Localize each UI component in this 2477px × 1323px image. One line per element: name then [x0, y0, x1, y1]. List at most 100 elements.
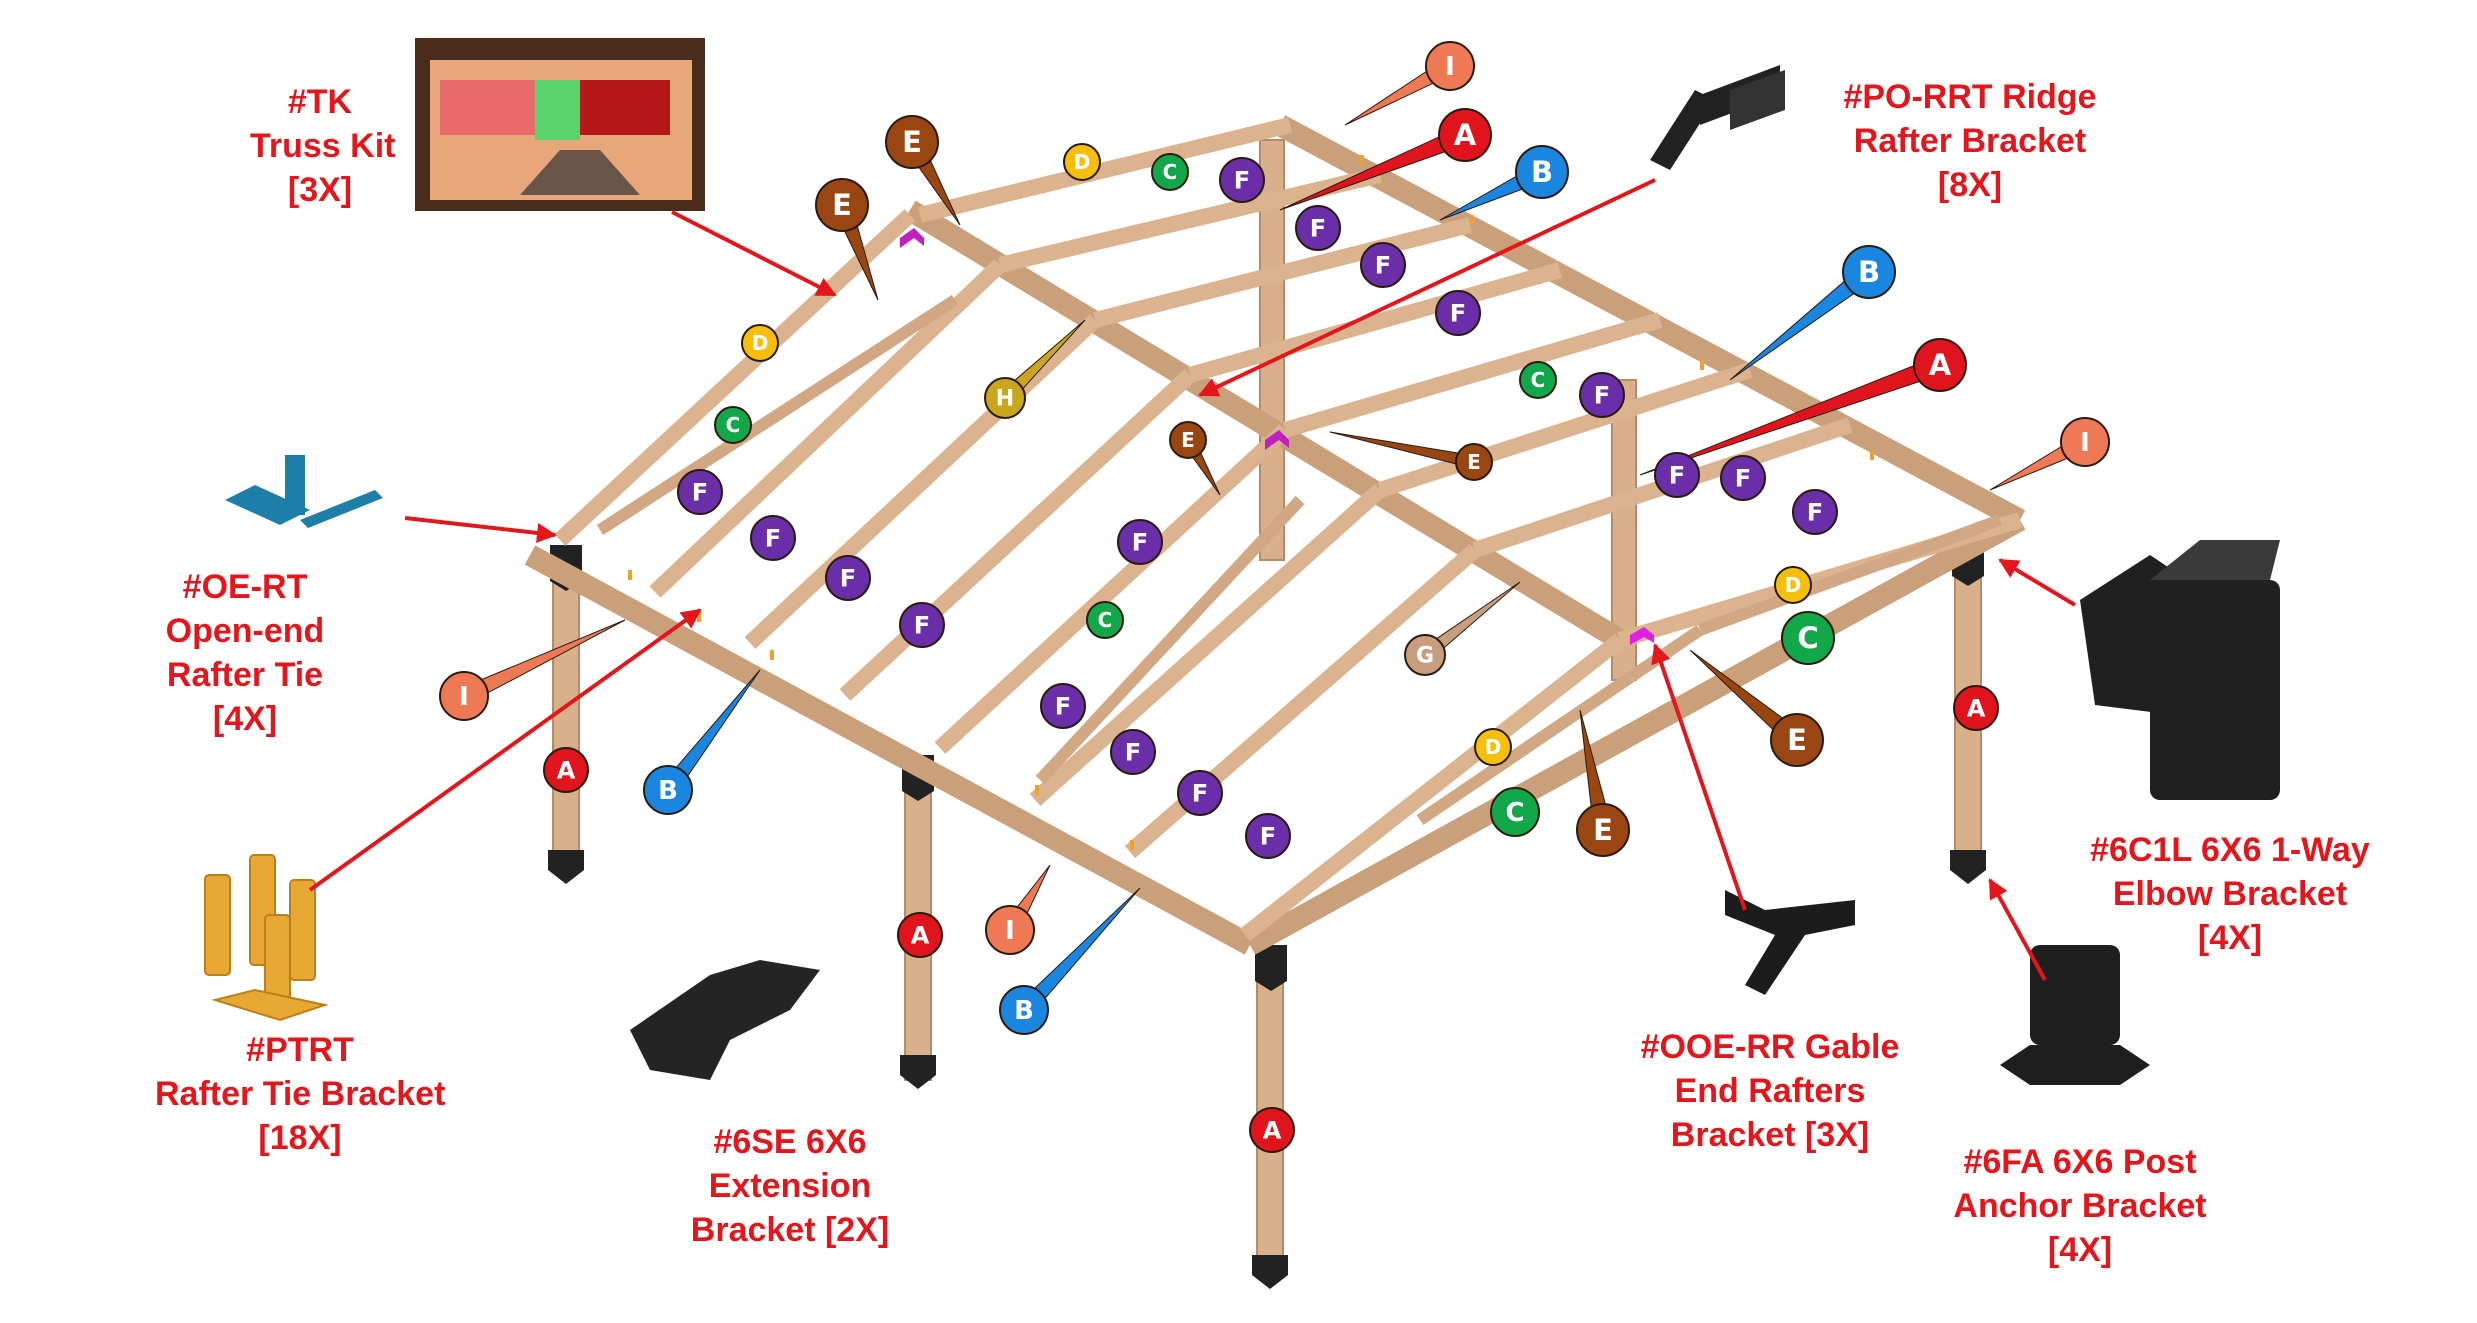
callout-c: C — [1151, 153, 1189, 191]
rafter-tie-mark — [1700, 360, 1704, 370]
label-line: Anchor Bracket — [1953, 1187, 2207, 1225]
callout-g: G — [1404, 581, 1521, 676]
callout-circle — [1404, 634, 1446, 676]
truss-chord — [1035, 495, 1305, 785]
callout-d: D — [1063, 143, 1101, 181]
elbow-bracket-icon — [2080, 540, 2280, 800]
callout-circle — [1040, 683, 1086, 729]
callout-c: C — [1781, 611, 1835, 665]
callout-circle — [1654, 452, 1700, 498]
callout-circle — [1781, 611, 1835, 665]
callout-pointer — [1329, 431, 1476, 469]
post-anchor-bracket-icon — [2000, 945, 2150, 1085]
callout-circle — [677, 469, 723, 515]
callout-a: A — [1249, 1107, 1295, 1153]
callout-circle — [1515, 145, 1569, 199]
label-line: Bracket [2X] — [690, 1211, 890, 1249]
callout-e: E — [815, 178, 879, 301]
callout-letter: A — [1454, 118, 1477, 152]
callout-f: F — [1435, 290, 1481, 336]
callout-a: A — [1639, 338, 1967, 476]
callout-c: C — [714, 406, 752, 444]
callout-letter: A — [557, 756, 576, 784]
callout-letter: E — [1593, 813, 1613, 847]
callout-circle — [1063, 143, 1101, 181]
arrow-post-anchor — [1988, 878, 2047, 981]
callout-circle — [1110, 729, 1156, 775]
callout-circle — [899, 602, 945, 648]
rafter-tie-bracket-icon — [204, 854, 329, 1022]
label-line: Open-end — [165, 612, 325, 650]
ridge-rafter-bracket-icon — [1650, 65, 1785, 170]
label-line: [4X] — [212, 700, 278, 738]
label-line: Rafter Bracket — [1853, 122, 2087, 160]
callout-circle — [1245, 813, 1291, 859]
callout-b: B — [1439, 145, 1569, 221]
callout-circle — [1474, 728, 1512, 766]
label-rafter-tie-bracket: #PTRT Rafter Tie Bracket [18X] — [155, 1028, 445, 1160]
label-line: Elbow Bracket — [2112, 875, 2348, 913]
callout-circle — [2060, 417, 2110, 467]
callout-circle — [1720, 455, 1766, 501]
beam-front — [524, 545, 1256, 955]
callout-circle — [714, 406, 752, 444]
callout-letter: F — [692, 478, 708, 506]
callout-f: F — [1654, 452, 1700, 498]
callout-circle — [1519, 361, 1557, 399]
callout-circle — [1774, 566, 1812, 604]
callout-letter: I — [1005, 916, 1015, 946]
callout-circle — [543, 747, 589, 793]
rafter-tie-mark — [1130, 840, 1134, 850]
callout-letter: F — [1055, 692, 1071, 720]
callout-letter: F — [1669, 461, 1685, 489]
callout-letter: H — [996, 387, 1014, 412]
arrow-rafter-tie — [308, 608, 702, 892]
label-line: #PO-RRT Ridge — [1843, 78, 2097, 116]
callout-f: F — [1040, 683, 1086, 729]
callout-e: E — [1576, 709, 1630, 857]
arrow-gable-bracket — [1651, 643, 1747, 911]
callout-circle — [1219, 157, 1265, 203]
callout-letter: A — [1263, 1116, 1282, 1144]
truss-webs — [596, 294, 2003, 825]
rafter — [1187, 262, 1563, 383]
callout-f: F — [899, 602, 945, 648]
callout-circle — [815, 178, 869, 232]
label-line: #6FA 6X6 Post — [1963, 1143, 2197, 1181]
post — [552, 559, 580, 861]
callout-letter: C — [1505, 798, 1524, 828]
callout-e: E — [1329, 431, 1493, 481]
callout-letter: C — [1531, 368, 1546, 392]
callout-circle — [1177, 770, 1223, 816]
leader-arrows — [308, 178, 2077, 981]
label-line: [4X] — [2197, 919, 2263, 957]
callout-i: I — [1989, 417, 2110, 491]
rafter-tie-mark — [1470, 215, 1474, 225]
callout-letter: F — [1735, 464, 1751, 492]
gable-end-rafters-bracket-icon — [1725, 890, 1855, 995]
callout-circle — [1360, 242, 1406, 288]
rafter-tie-mark — [1360, 155, 1364, 165]
callout-circle — [897, 912, 943, 958]
callout-f: F — [1177, 770, 1223, 816]
label-line: [8X] — [1937, 166, 2003, 204]
callout-f: F — [1219, 157, 1265, 203]
callout-circle — [1151, 153, 1189, 191]
label-post-anchor-bracket: #6FA 6X6 Post Anchor Bracket [4X] — [1950, 1140, 2210, 1272]
label-line: Rafter Tie — [166, 656, 324, 694]
label-ridge-rafter-bracket: #PO-RRT Ridge Rafter Bracket [8X] — [1830, 75, 2110, 207]
callout-letter: C — [1098, 608, 1113, 632]
callout-f: F — [1720, 455, 1766, 501]
rafter-tie-mark — [1870, 450, 1874, 460]
truss-kit-box-icon — [415, 38, 705, 211]
rafter — [1029, 484, 1386, 806]
rafter — [998, 167, 1382, 273]
callout-letter: F — [914, 611, 930, 639]
callout-f: F — [1110, 729, 1156, 775]
rafter — [1377, 362, 1753, 498]
callout-f: F — [1117, 519, 1163, 565]
callout-letter: F — [1125, 738, 1141, 766]
callout-circle — [1792, 489, 1838, 535]
extension-bracket-icon — [630, 960, 820, 1080]
